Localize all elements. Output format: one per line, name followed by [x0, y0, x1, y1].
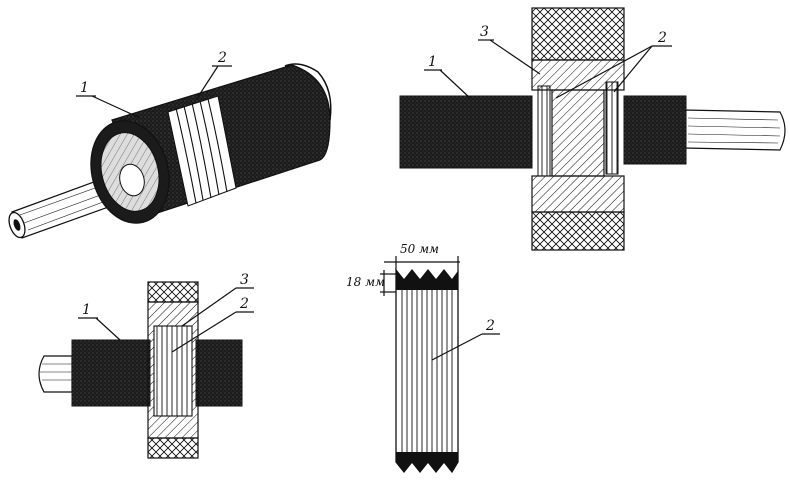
figure-strip-dimensions: 50 мм 18 мм 2: [346, 242, 500, 474]
leader-line: [95, 317, 121, 341]
label-block: 3: [480, 24, 489, 40]
leader-line: [181, 287, 237, 327]
leader-line: [91, 95, 141, 119]
label-strip: 2: [217, 50, 227, 66]
dimension-label-pitch: 18 мм: [346, 275, 385, 289]
strip-body: [395, 268, 459, 474]
leader-line: [171, 311, 237, 353]
pipe-rod: [683, 109, 786, 151]
pipe-rod: [38, 355, 73, 393]
label-insulation: 1: [82, 302, 91, 318]
wound-strip-perspective: [167, 95, 237, 207]
leader-line: [489, 39, 541, 75]
wound-strip-lines: [154, 326, 192, 416]
label-strip: 2: [657, 30, 667, 46]
strip-right: [605, 81, 619, 175]
figure-section-bottom: 1 3 2: [38, 272, 254, 459]
insulation-right: [623, 95, 687, 165]
leader-line: [613, 45, 653, 93]
figure-perspective: 1 2: [8, 50, 332, 239]
label-strip: 2: [239, 296, 249, 312]
label-insulation: 1: [80, 80, 89, 96]
label-block: 3: [240, 272, 249, 288]
leader-line: [555, 45, 653, 99]
insulation-end-face: [90, 120, 170, 224]
dimension-label-width: 50 мм: [400, 242, 439, 256]
label-strip: 2: [485, 318, 495, 334]
insulation-left: [399, 95, 533, 169]
figure-section-top: 1 3 2: [399, 7, 786, 251]
insulation-right: [195, 339, 243, 407]
label-insulation: 1: [428, 54, 437, 70]
support-block: [531, 7, 625, 251]
strip-left: [537, 85, 551, 177]
leader-line: [439, 69, 471, 99]
leader-line: [195, 65, 219, 101]
insulation-left: [71, 339, 151, 407]
leader-line: [431, 333, 483, 361]
